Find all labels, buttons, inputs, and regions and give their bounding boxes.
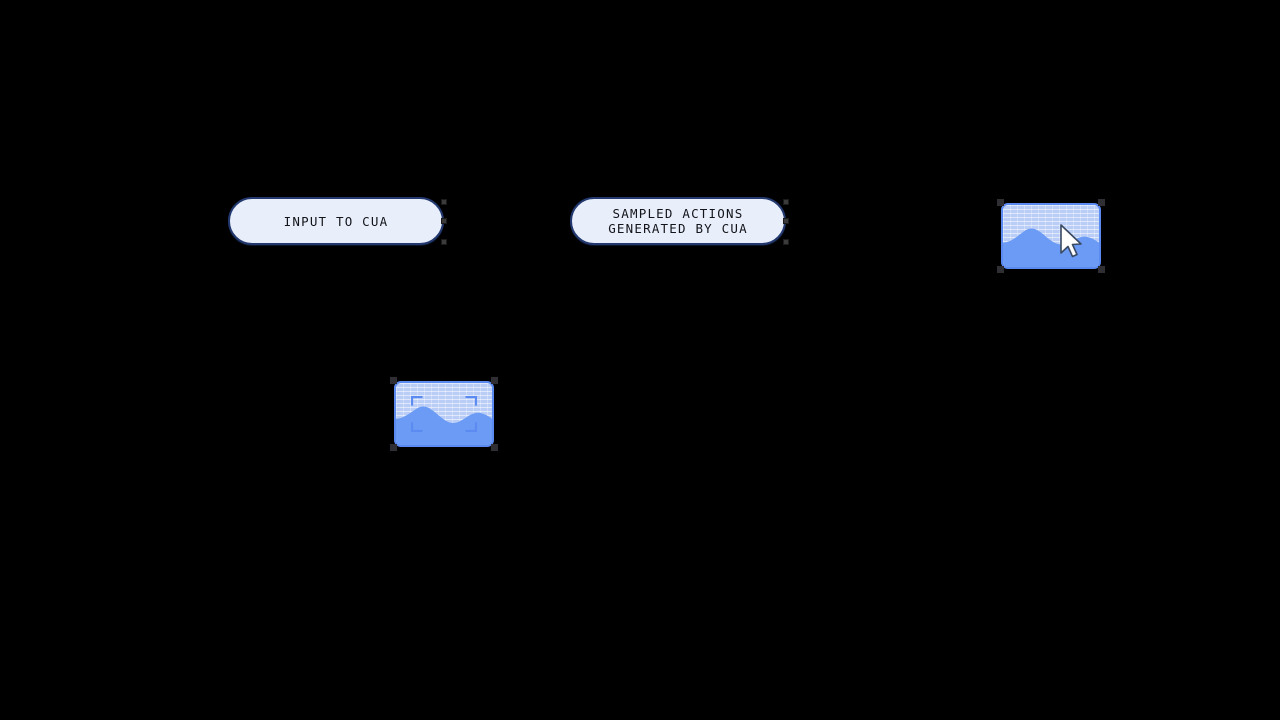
thumbnail-frame	[1001, 203, 1101, 269]
mouse-cursor-icon	[1060, 224, 1082, 258]
selection-handle-left-thumb-top-left[interactable]	[390, 377, 397, 384]
selection-handle-actions-top-right[interactable]	[783, 199, 789, 205]
mountain-wave-shape	[396, 406, 492, 445]
selection-handle-left-thumb-bottom-right[interactable]	[491, 444, 498, 451]
mountain-wave-shape	[1003, 228, 1099, 267]
node-input-to-cua-label: INPUT TO CUA	[283, 213, 389, 229]
thumbnail-screenshot-with-cursor[interactable]	[997, 199, 1105, 273]
crop-brackets-icon	[411, 396, 477, 432]
node-input-to-cua[interactable]: INPUT TO CUA	[228, 197, 444, 245]
thumbnail-screenshot-with-crop-brackets[interactable]	[390, 377, 498, 451]
selection-handle-input-middle-right[interactable]	[441, 218, 447, 224]
selection-handle-input-bottom-right[interactable]	[441, 239, 447, 245]
node-sampled-actions[interactable]: SAMPLED ACTIONS GENERATED BY CUA	[570, 197, 786, 245]
selection-handle-input-top-right[interactable]	[441, 199, 447, 205]
selection-handle-right-thumb-bottom-left[interactable]	[997, 266, 1004, 273]
selection-handle-left-thumb-top-right[interactable]	[491, 377, 498, 384]
thumbnail-frame	[394, 381, 494, 447]
selection-handle-left-thumb-bottom-left[interactable]	[390, 444, 397, 451]
node-sampled-actions-label: SAMPLED ACTIONS GENERATED BY CUA	[608, 206, 748, 236]
selection-handle-right-thumb-bottom-right[interactable]	[1098, 266, 1105, 273]
selection-handle-right-thumb-top-right[interactable]	[1098, 199, 1105, 206]
selection-handle-actions-middle-right[interactable]	[783, 218, 789, 224]
selection-handle-right-thumb-top-left[interactable]	[997, 199, 1004, 206]
selection-handle-actions-bottom-right[interactable]	[783, 239, 789, 245]
